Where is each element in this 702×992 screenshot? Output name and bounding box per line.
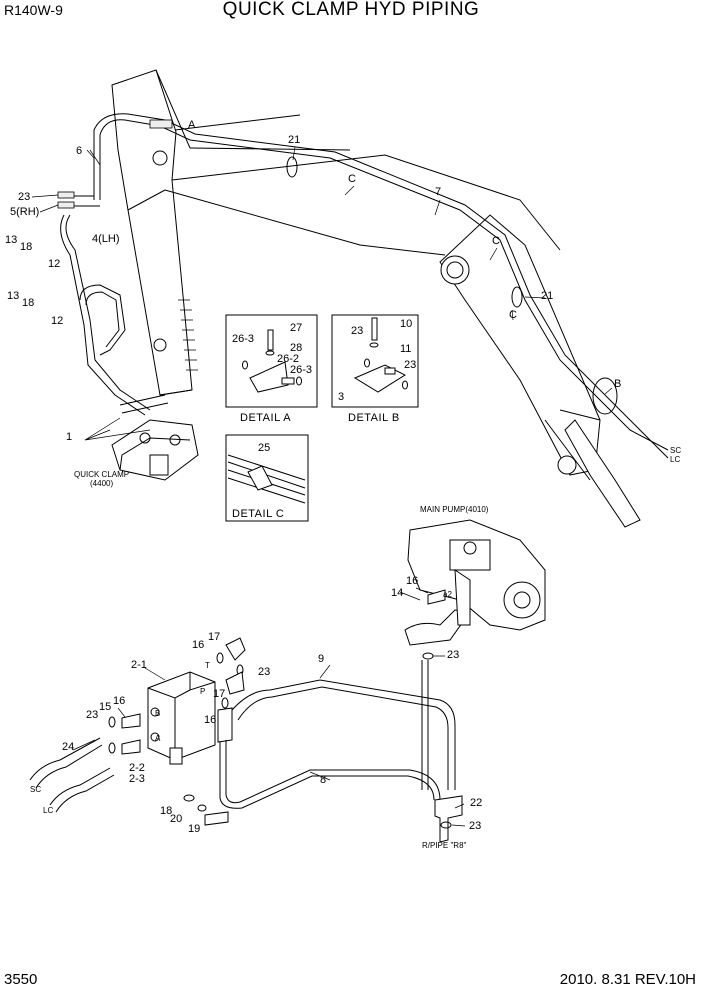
callout-C-2: C bbox=[492, 235, 500, 247]
boom-hoses bbox=[57, 113, 669, 459]
quick-clamp-number: (4400) bbox=[90, 479, 113, 488]
callout-23-top: 23 bbox=[258, 666, 270, 678]
callout-27: 27 bbox=[290, 322, 302, 334]
callout-8: 8 bbox=[320, 774, 326, 786]
page-title: QUICK CLAMP HYD PIPING bbox=[222, 0, 480, 20]
port-a2-label: a2 bbox=[443, 590, 452, 599]
r-pipe-label: R/PIPE "R8" bbox=[422, 841, 467, 850]
callout-14: 14 bbox=[391, 587, 403, 599]
valve-assembly bbox=[29, 637, 246, 826]
callout-18-upper: 18 bbox=[20, 241, 32, 253]
callout-24: 24 bbox=[62, 741, 74, 753]
callout-19: 19 bbox=[188, 823, 200, 835]
callout-17-mid: 17 bbox=[213, 688, 225, 700]
hoses-8-9 bbox=[219, 652, 463, 843]
lc-label-upper: LC bbox=[670, 455, 680, 464]
page-number: 3550 bbox=[4, 971, 38, 988]
callout-13-lower: 13 bbox=[7, 290, 19, 302]
callout-16-mid: 16 bbox=[204, 714, 216, 726]
callout-23-b2: 23 bbox=[404, 359, 416, 371]
callout-C-3: C bbox=[509, 309, 517, 321]
callout-C-1: C bbox=[348, 173, 356, 185]
callout-7: 7 bbox=[435, 186, 441, 198]
callout-23-bottom: 23 bbox=[469, 820, 481, 832]
callout-12-lower: 12 bbox=[51, 315, 63, 327]
detail-b-label: DETAIL B bbox=[348, 412, 400, 424]
port-T-label: T bbox=[205, 661, 210, 670]
callout-6: 6 bbox=[76, 145, 82, 157]
callout-17-top: 17 bbox=[208, 631, 220, 643]
callout-18-lower: 18 bbox=[22, 297, 34, 309]
callout-A-boom: A bbox=[188, 119, 196, 131]
callout-2-3: 2-3 bbox=[129, 773, 145, 785]
detail-a-box: DETAIL A bbox=[225, 314, 318, 424]
callout-18-bottom: 18 bbox=[160, 805, 172, 817]
callout-1: 1 bbox=[66, 431, 72, 443]
callout-2-2: 2-2 bbox=[129, 762, 145, 774]
callout-12-upper: 12 bbox=[48, 258, 60, 270]
port-a-label: A bbox=[155, 734, 161, 743]
callout-20: 20 bbox=[170, 813, 182, 825]
callout-2-1: 2-1 bbox=[131, 659, 147, 671]
revision-date: 2010. 8.31 REV.10H bbox=[559, 971, 696, 988]
callout-16-pump: 16 bbox=[406, 575, 418, 587]
callout-11: 11 bbox=[400, 343, 411, 355]
detail-c-label: DETAIL C bbox=[232, 508, 284, 520]
main-pump-label: MAIN PUMP(4010) bbox=[420, 505, 489, 514]
callout-23-left: 23 bbox=[86, 709, 98, 721]
callout-15: 15 bbox=[99, 701, 111, 713]
quick-clamp-drawing bbox=[111, 419, 199, 481]
model-label: R140W-9 bbox=[4, 2, 63, 18]
callout-23-b1: 23 bbox=[351, 325, 363, 337]
quick-clamp-label: QUICK CLAMP bbox=[74, 470, 129, 479]
callout-21-lower: 21 bbox=[541, 290, 553, 302]
lc-label-lower: LC bbox=[43, 806, 53, 815]
boom-drawing bbox=[111, 69, 641, 528]
sc-label-lower: SC bbox=[30, 785, 41, 794]
port-P-label: P bbox=[200, 687, 205, 696]
callout-26-3-b: 26-3 bbox=[290, 364, 312, 376]
callout-3: 3 bbox=[338, 391, 344, 403]
callout-16-top: 16 bbox=[192, 639, 204, 651]
callout-16-left: 16 bbox=[113, 695, 125, 707]
callout-9: 9 bbox=[318, 653, 324, 665]
callout-21-upper: 21 bbox=[288, 134, 300, 146]
detail-b-box: DETAIL B bbox=[331, 314, 419, 424]
callout-23-pump: 23 bbox=[447, 649, 459, 661]
main-pump-drawing bbox=[404, 519, 546, 646]
leader-lines bbox=[31, 146, 613, 827]
callout-23: 23 bbox=[18, 191, 30, 203]
callout-B-arm: B bbox=[614, 378, 621, 390]
callout-labels: 6 23 5(RH) 4(LH) 13 18 12 13 18 12 1 QUI… bbox=[5, 119, 681, 850]
callout-10: 10 bbox=[400, 318, 412, 330]
port-b-label: B bbox=[155, 709, 160, 718]
callout-22: 22 bbox=[470, 797, 482, 809]
callout-28: 28 bbox=[290, 342, 302, 354]
callout-26-2: 26-2 bbox=[277, 353, 299, 365]
sc-label-upper: SC bbox=[670, 446, 681, 455]
callout-4lh: 4(LH) bbox=[92, 233, 120, 245]
callout-25: 25 bbox=[258, 442, 270, 454]
callout-13-upper: 13 bbox=[5, 234, 17, 246]
detail-a-label: DETAIL A bbox=[240, 412, 291, 424]
callout-5rh: 5(RH) bbox=[10, 206, 39, 218]
detail-c-box: DETAIL C bbox=[225, 434, 309, 522]
callout-26-3-a: 26-3 bbox=[232, 333, 254, 345]
